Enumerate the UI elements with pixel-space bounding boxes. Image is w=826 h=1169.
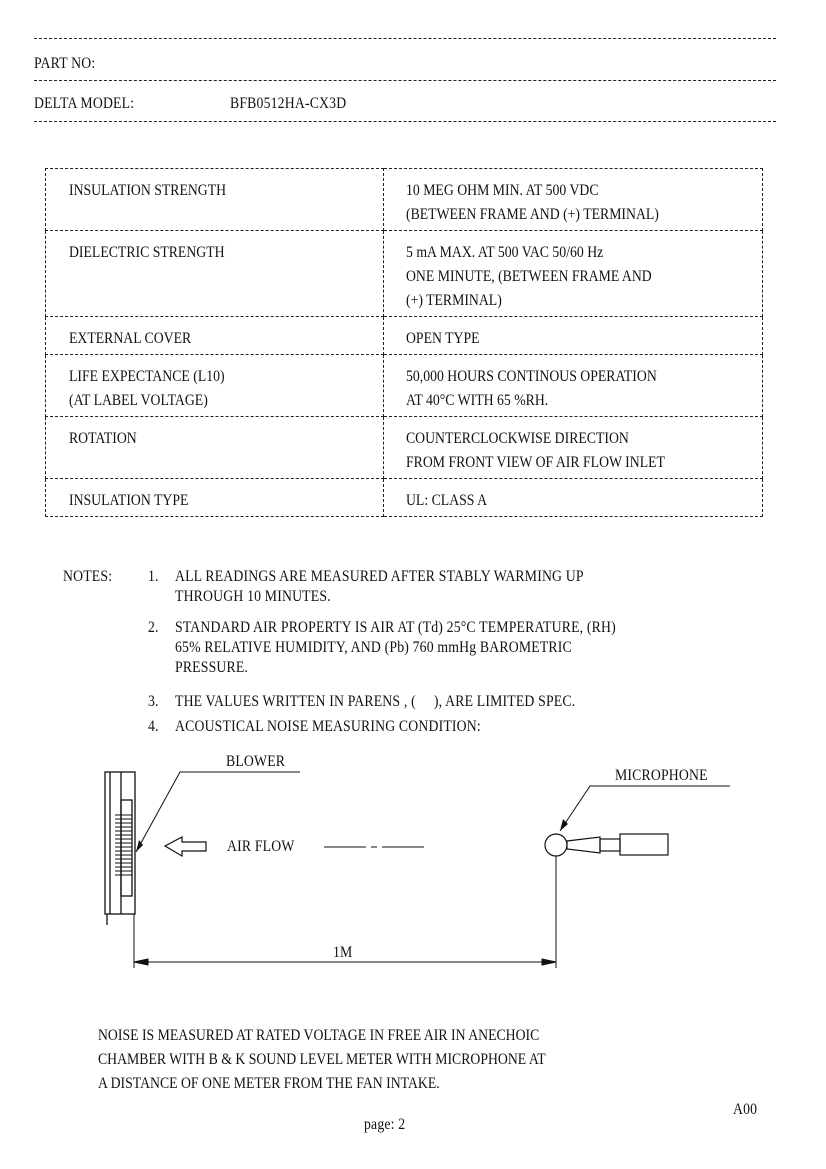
spec-value-line: (+) TERMINAL) [406,292,502,309]
note-number: 1. [148,568,159,585]
spec-value: 50,000 HOURS CONTINOUS OPERATION AT 40°C … [383,354,763,417]
spec-label-line: INSULATION STRENGTH [69,182,227,199]
note-text-line: STANDARD AIR PROPERTY IS AIR AT (Td) 25°… [175,619,616,636]
spec-value: 10 MEG OHM MIN. AT 500 VDC (BETWEEN FRAME… [383,168,763,231]
distance-label: 1M [333,944,353,961]
spec-row: ROTATION COUNTERCLOCKWISE DIRECTION FROM F… [45,416,763,479]
spec-value-line: FROM FRONT VIEW OF AIR FLOW INLET [406,454,665,471]
spec-value: OPEN TYPE [383,316,763,355]
note-text-line: THROUGH 10 MINUTES. [175,588,331,605]
model-value: BFB0512HA-CX3D [230,95,347,112]
spec-label: INSULATION TYPE [45,478,384,517]
spec-label: LIFE EXPECTANCE (L10) (AT LABEL VOLTAGE) [45,354,384,417]
footer-line: A DISTANCE OF ONE METER FROM THE FAN INT… [98,1075,440,1092]
spec-value-line: 10 MEG OHM MIN. AT 500 VDC [406,182,599,199]
blower-leader-arrowhead [136,840,143,852]
spec-value-line: AT 40°C WITH 65 %RH. [406,392,549,409]
model-label: DELTA MODEL: [34,95,135,112]
note-text-line: THE VALUES WRITTEN IN PARENS , ( ), ARE … [175,693,576,710]
part-no-label: PART NO: [34,55,96,72]
blower-drawing [104,771,136,925]
footer-line: CHAMBER WITH B & K SOUND LEVEL METER WIT… [98,1051,546,1068]
spec-row: INSULATION TYPE UL: CLASS A [45,478,763,517]
spec-value-line: 5 mA MAX. AT 500 VAC 50/60 Hz [406,244,604,261]
note-text-line: PRESSURE. [175,659,249,676]
spec-value-line: 50,000 HOURS CONTINOUS OPERATION [406,368,657,385]
airflow-label: AIR FLOW [227,838,295,855]
noise-measurement-note: NOISE IS MEASURED AT RATED VOLTAGE IN FR… [98,1024,546,1096]
spec-value-line: OPEN TYPE [406,330,480,347]
spec-row: INSULATION STRENGTH 10 MEG OHM MIN. AT 50… [45,168,763,231]
spec-row: LIFE EXPECTANCE (L10) (AT LABEL VOLTAGE) 5… [45,354,763,417]
spec-value-line: COUNTERCLOCKWISE DIRECTION [406,430,629,447]
header-rule-middle [34,80,776,81]
spec-value: 5 mA MAX. AT 500 VAC 50/60 Hz ONE MINUTE,… [383,230,763,317]
airflow-arrow-icon [163,836,207,858]
spec-label-line: INSULATION TYPE [69,492,189,509]
note-text-line: ALL READINGS ARE MEASURED AFTER STABLY W… [175,568,584,585]
spec-value-line: (BETWEEN FRAME AND (+) TERMINAL) [406,206,659,223]
microphone-leader-line [559,785,730,832]
spec-label-line: DIELECTRIC STRENGTH [69,244,225,261]
spec-label-line: LIFE EXPECTANCE (L10) [69,368,225,385]
spec-value-line: ONE MINUTE, (BETWEEN FRAME AND [406,268,652,285]
footer-line: NOISE IS MEASURED AT RATED VOLTAGE IN FR… [98,1027,540,1044]
header-rule-top [34,38,776,39]
notes-label: NOTES: [63,568,113,585]
note-text-line: 65% RELATIVE HUMIDITY, AND (Pb) 760 mmHg… [175,639,572,656]
spec-label: DIELECTRIC STRENGTH [45,230,384,317]
spec-table: INSULATION STRENGTH 10 MEG OHM MIN. AT 50… [45,168,763,517]
spec-label-line: (AT LABEL VOLTAGE) [69,392,208,409]
spec-row: EXTERNAL COVER OPEN TYPE [45,316,763,355]
page-number: page: 2 [364,1116,406,1133]
revision-code: A00 [733,1101,758,1118]
note-text-line: ACOUSTICAL NOISE MEASURING CONDITION: [175,718,481,735]
microphone-label: MICROPHONE [615,767,708,784]
spec-label: ROTATION [45,416,384,479]
blower-leader-line [135,771,300,853]
spec-row: DIELECTRIC STRENGTH 5 mA MAX. AT 500 VAC … [45,230,763,317]
microphone-drawing [544,833,669,857]
microphone-leader-arrowhead [560,819,568,831]
spec-label-line: ROTATION [69,430,137,447]
spec-value: UL: CLASS A [383,478,763,517]
note-number: 4. [148,718,159,735]
blower-label: BLOWER [226,753,286,770]
note-number: 2. [148,619,159,636]
spec-value-line: UL: CLASS A [406,492,488,509]
distance-dimension [133,856,557,968]
note-number: 3. [148,693,159,710]
spec-label-line: EXTERNAL COVER [69,330,192,347]
header-rule-bottom [34,121,776,122]
